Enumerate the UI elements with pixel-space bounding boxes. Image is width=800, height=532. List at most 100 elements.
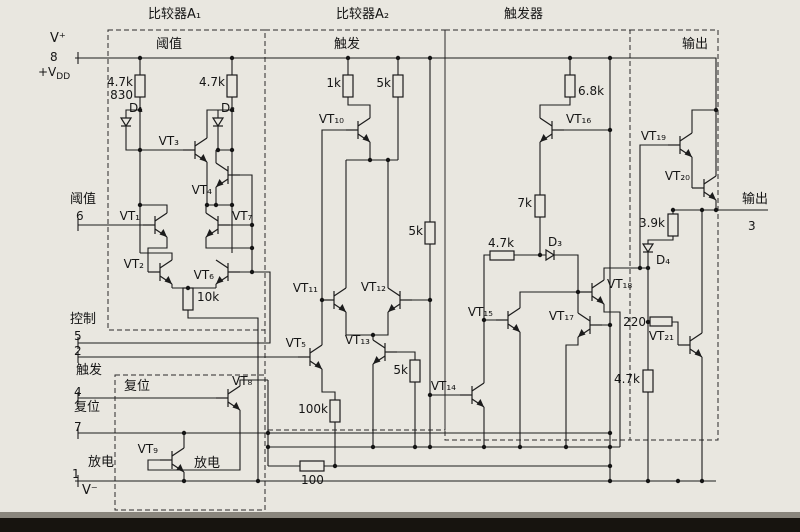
label-r-a2-5k-mid: 5k — [408, 224, 423, 238]
label-vt8: VT₈ — [232, 374, 253, 388]
transistor-vt17 — [577, 312, 603, 338]
transistor-vt7 — [205, 212, 231, 238]
comparator-a2-box — [264, 29, 446, 431]
resistor-a2-5k-top — [392, 74, 404, 98]
label-vt6: VT₆ — [194, 268, 215, 282]
scan-edge-band — [0, 518, 800, 532]
label-r-bottom-100: 100 — [301, 473, 324, 487]
junction-dots — [137, 55, 719, 484]
resistor-out-220 — [649, 316, 673, 327]
label-r-a1-left-top: 4.7k — [107, 75, 133, 89]
output-stage-box — [629, 29, 719, 441]
label-r-a2-5k-low: 5k — [393, 363, 408, 377]
transistor-vt11 — [321, 287, 347, 313]
scan-edge-shadow — [0, 512, 800, 518]
pin-reset-label: 复位 — [74, 400, 100, 415]
label-vt2: VT₂ — [124, 257, 145, 271]
label-vt12: VT₁₂ — [361, 280, 386, 294]
transistor-vt20 — [691, 175, 717, 201]
label-r-ff-6k8: 6.8k — [578, 84, 604, 98]
label-vt20: VT₂₀ — [665, 169, 690, 183]
pin-3-label: 3 — [748, 219, 756, 233]
pin-threshold-label: 阈值 — [70, 191, 96, 207]
reset-block-label: 复位 — [124, 379, 150, 394]
transistor-vt10 — [345, 117, 371, 143]
label-r-a1-left-bottom: 830 — [110, 88, 133, 102]
label-r-out-220: 220 — [623, 315, 646, 329]
label-vt21: VT₂₁ — [649, 329, 674, 343]
label-d2: D₂ — [221, 101, 235, 115]
resistor-ff-4k7 — [489, 250, 515, 261]
transistor-vt3 — [182, 137, 208, 163]
label-r-ff-4k7: 4.7k — [488, 236, 514, 250]
label-vt3: VT₃ — [159, 134, 180, 148]
label-d1: D₁ — [129, 101, 143, 115]
label-vt10: VT₁₀ — [319, 112, 344, 126]
wires — [75, 52, 768, 487]
pin-discharge-label: 放电 — [88, 455, 114, 470]
resistor-a2-100k — [329, 399, 341, 423]
resistor-bottom-100 — [299, 460, 325, 472]
transistor-vt8 — [215, 385, 241, 411]
resistor-a2-5k-mid — [424, 221, 436, 245]
transistor-vt6 — [215, 259, 241, 285]
resistor-ff-7k — [534, 194, 546, 218]
resistors — [134, 74, 679, 472]
resistor-ff-6k8 — [564, 74, 576, 98]
transistor-vt21 — [677, 332, 703, 358]
pin-7-label: 7 — [74, 420, 82, 434]
resistor-a2-1k — [342, 74, 354, 98]
diode-d3 — [545, 248, 556, 262]
label-r-a2-100k: 100k — [298, 402, 328, 416]
label-r-a2-1k: 1k — [326, 76, 341, 90]
pin-5-label: 5 — [74, 329, 82, 343]
label-vt11: VT₁₁ — [293, 281, 318, 295]
label-vt19: VT₁₉ — [641, 129, 666, 143]
label-vt7: VT₇ — [232, 209, 253, 223]
diode-d1 — [119, 117, 133, 128]
a1-input-label: 阈值 — [156, 36, 182, 52]
pin-2-label: 2 — [74, 344, 82, 358]
transistor-vt13 — [372, 339, 398, 365]
flip-flop-box — [444, 29, 631, 441]
transistor-vt9 — [159, 447, 185, 473]
transistor-vt18 — [579, 279, 605, 305]
pin-1-label: 1 — [72, 467, 80, 481]
pin-trigger-label: 触发 — [76, 362, 102, 378]
discharge-inner-label: 放电 — [194, 456, 220, 471]
label-vt5: VT₅ — [286, 336, 307, 350]
label-r-ff-7k: 7k — [517, 196, 532, 210]
label-d4: D₄ — [656, 253, 670, 267]
label-d3: D₃ — [548, 235, 562, 249]
transistor-vt12 — [387, 287, 413, 313]
label-r-a2-5k-top: 5k — [376, 76, 391, 90]
label-vt18: VT₁₈ — [607, 277, 632, 291]
pin-4-label: 4 — [74, 385, 82, 399]
label-vt9: VT₉ — [138, 442, 159, 456]
pin-vplus-label: V⁺ — [50, 31, 66, 46]
transistor-vt19 — [667, 132, 693, 158]
resistor-a1-left — [134, 74, 146, 98]
label-vt17: VT₁₇ — [549, 309, 574, 323]
transistor-vt4 — [215, 162, 241, 188]
pin-vminus-label: V⁻ — [82, 483, 98, 498]
transistor-vt15 — [495, 307, 521, 333]
transistor-vt1 — [142, 212, 168, 238]
diode-d2 — [211, 117, 225, 128]
resistor-a1-tail — [182, 287, 194, 311]
pin-6-label: 6 — [76, 209, 84, 223]
label-r-a1-right: 4.7k — [199, 75, 225, 89]
section-label-output: 输出 — [682, 36, 708, 52]
reset-block-box — [114, 374, 266, 511]
label-vt16: VT₁₆ — [566, 112, 591, 126]
label-r-out-4k7: 4.7k — [614, 372, 640, 386]
section-title-flip-flop: 触发器 — [504, 6, 543, 22]
label-vt13: VT₁₃ — [345, 333, 370, 347]
label-r-out-3k9: 3.9k — [639, 216, 665, 230]
pin-control-label: 控制 — [70, 312, 96, 327]
resistor-out-4k7 — [642, 369, 654, 393]
resistor-a2-5k-low — [409, 359, 421, 383]
label-vt1: VT₁ — [120, 209, 141, 223]
